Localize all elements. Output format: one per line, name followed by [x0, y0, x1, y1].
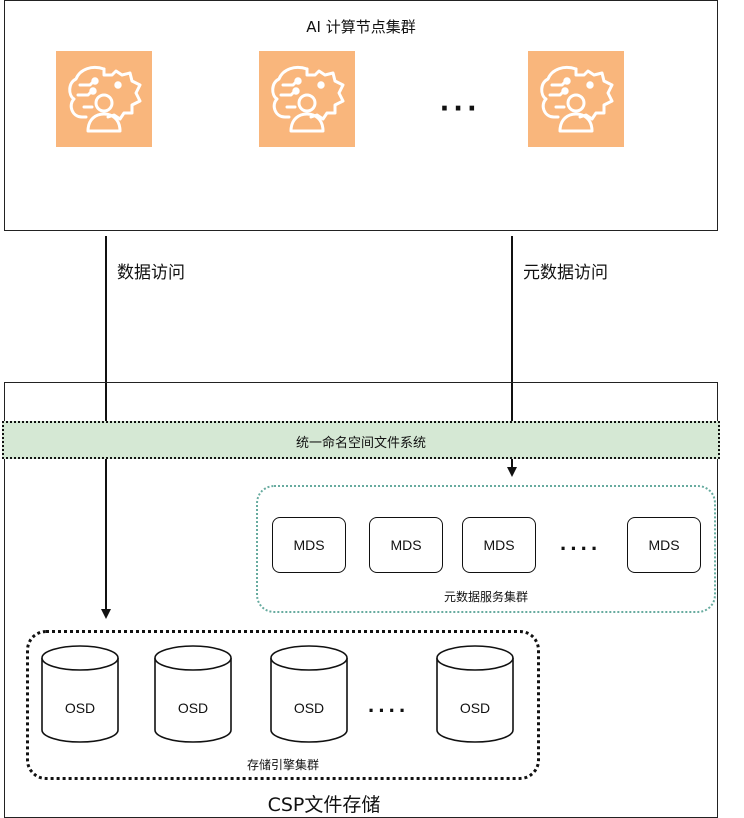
mds-node: MDS — [369, 517, 443, 573]
osd-label: OSD — [459, 700, 491, 716]
osd-label: OSD — [177, 700, 209, 716]
mds-node: MDS — [272, 517, 346, 573]
mds-ellipsis: ···· — [560, 536, 602, 561]
osd-label: OSD — [64, 700, 96, 716]
mds-node: MDS — [462, 517, 536, 573]
namespace-bar — [2, 421, 720, 459]
metadata-access-label: 元数据访问 — [523, 263, 608, 283]
osd-node: OSD — [269, 642, 349, 746]
mds-cluster-boundary — [256, 485, 716, 613]
mds-node: MDS — [627, 517, 701, 573]
storage-title: CSP文件存储 — [267, 794, 381, 816]
compute-ellipsis: ··· — [440, 90, 481, 126]
namespace-bar-label: 统一命名空间文件系统 — [295, 436, 426, 451]
osd-node: OSD — [153, 642, 233, 746]
osd-cluster-label: 存储引擎集群 — [246, 758, 319, 772]
osd-cluster-boundary — [26, 630, 540, 780]
osd-node: OSD — [435, 642, 515, 746]
compute-cluster-title: AI 计算节点集群 — [306, 18, 416, 36]
osd-node: OSD — [40, 642, 120, 746]
ai-node-icon — [259, 51, 355, 147]
osd-ellipsis: ···· — [368, 698, 410, 723]
ai-node-icon — [528, 51, 624, 147]
mds-cluster-label: 元数据服务集群 — [443, 590, 528, 604]
ai-node-icon — [56, 51, 152, 147]
osd-label: OSD — [293, 700, 325, 716]
data-access-label: 数据访问 — [117, 263, 185, 283]
